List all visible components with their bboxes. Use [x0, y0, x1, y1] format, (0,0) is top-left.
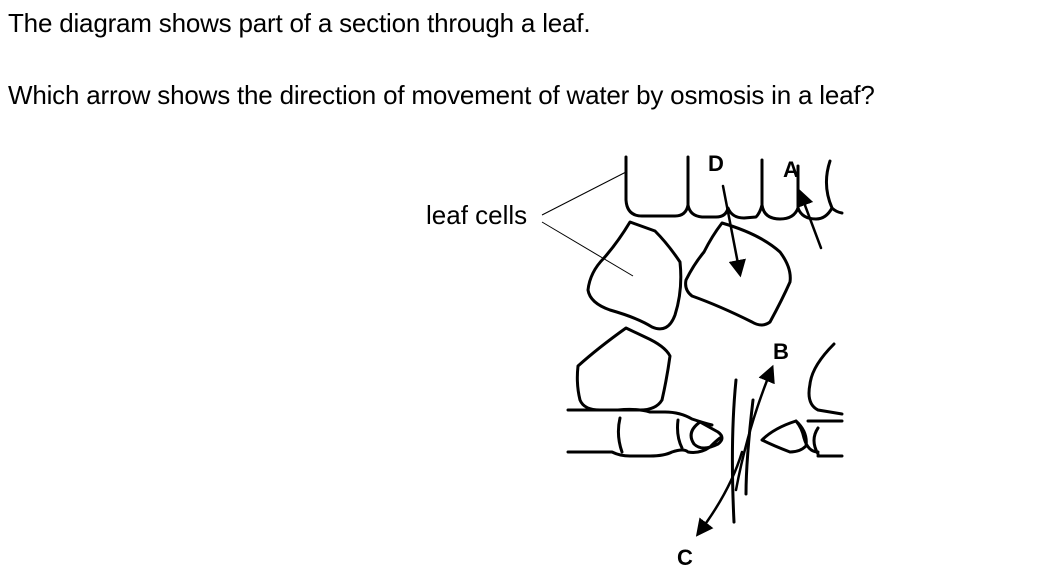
arrow-c: [695, 450, 744, 537]
question-intro: The diagram shows part of a section thro…: [8, 8, 591, 38]
arrow-b-label: B: [773, 339, 789, 364]
stoma-line-right: [744, 398, 755, 496]
arrow-b: [734, 364, 775, 492]
stoma-line-left: [730, 378, 738, 524]
question-prompt: Which arrow shows the direction of movem…: [8, 80, 875, 110]
palisade-cell-right: [684, 221, 792, 327]
arrow-c-label: C: [677, 545, 693, 570]
pointer-line-lower: [541, 221, 634, 277]
pointer-line-upper: [541, 171, 627, 216]
lower-epidermis-left: [566, 407, 724, 458]
spongy-cell: [575, 326, 672, 412]
palisade-cell-left: [586, 220, 683, 331]
arrow-a-label: A: [783, 157, 799, 182]
leaf-cells-label: leaf cells: [426, 200, 527, 230]
arrow-a: [796, 188, 823, 250]
upper-epidermis: [624, 155, 844, 221]
arrow-d-label: D: [708, 151, 724, 176]
arrow-d: [721, 184, 746, 278]
lower-epidermis-right: [760, 342, 844, 458]
